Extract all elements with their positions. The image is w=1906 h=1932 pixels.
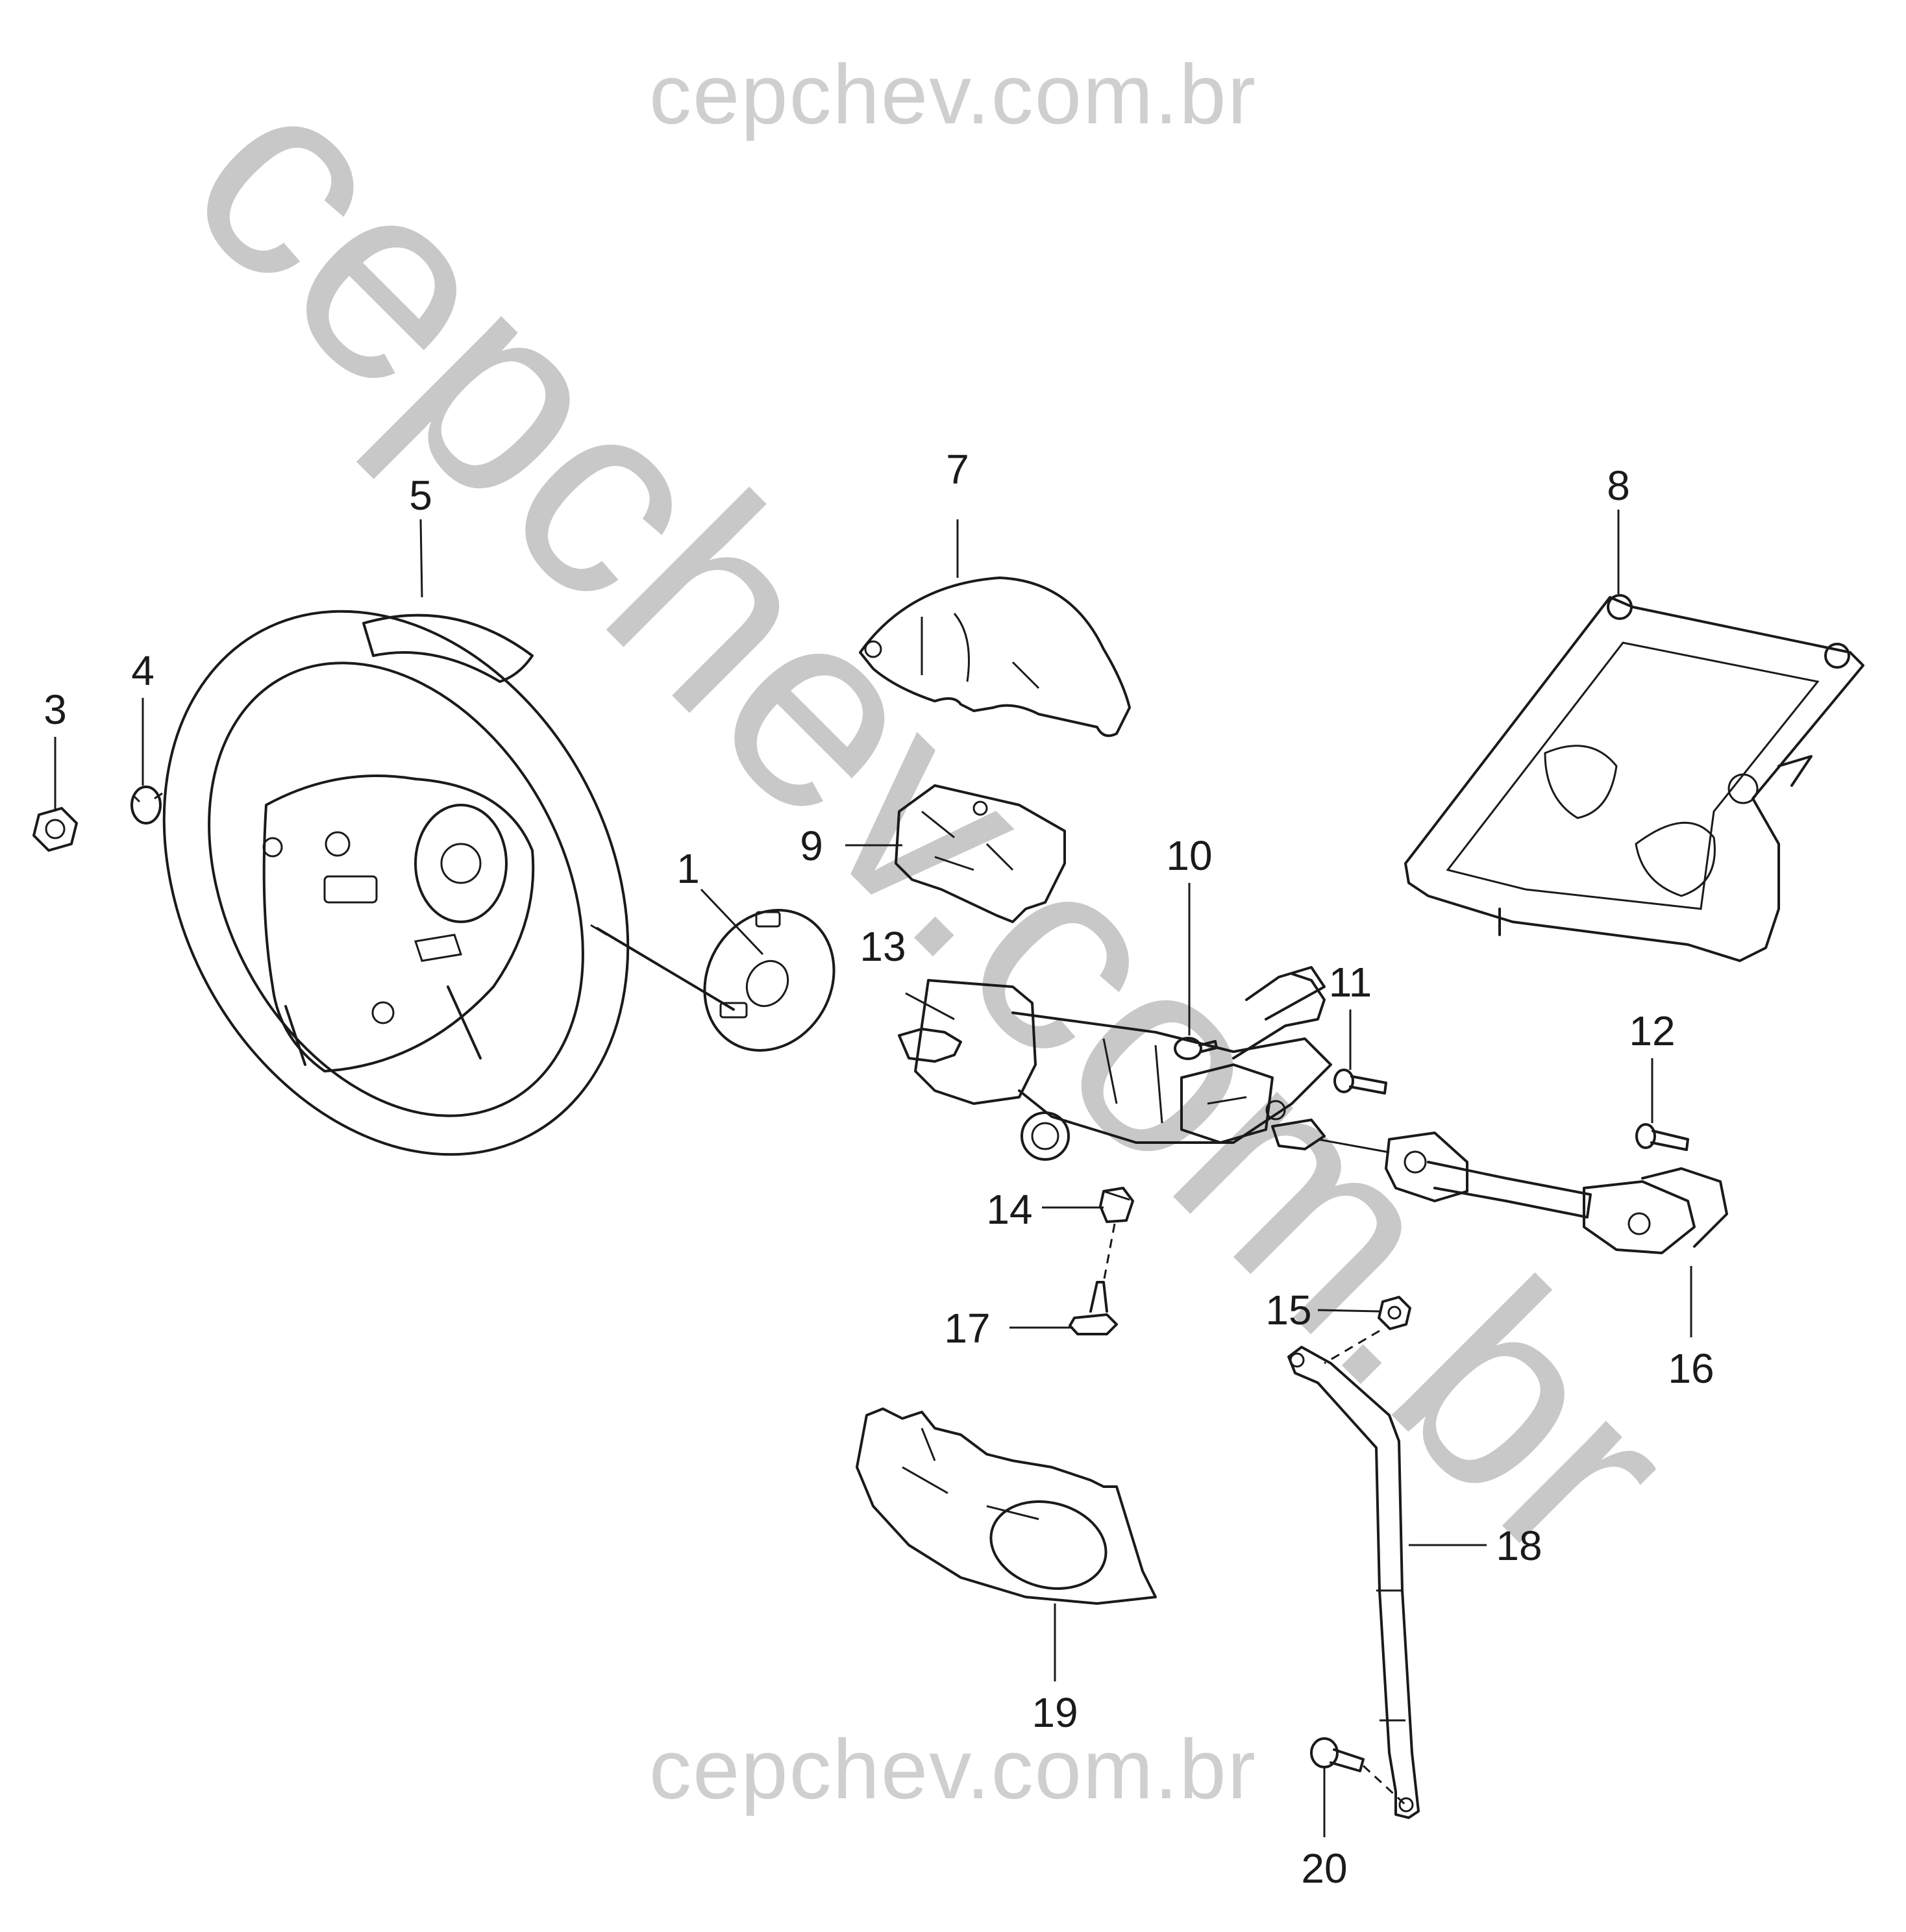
part-bolt-20 (1310, 1737, 1365, 1772)
part-grommet (1099, 1187, 1134, 1223)
watermark-bottom: cepchev.com.br (649, 1722, 1257, 1816)
callout-17: 17 (944, 1305, 990, 1352)
part-bolt-11 (1333, 1069, 1387, 1095)
part-bolt-10 (1174, 1037, 1218, 1060)
callout-1: 1 (676, 845, 700, 892)
part-upper-column-cover (859, 576, 1131, 737)
callout-labels: 1 3 4 5 7 8 9 10 11 12 13 14 15 16 17 18… (43, 446, 1714, 1892)
leader-lines (54, 510, 1692, 1837)
part-mounting-bracket (1404, 594, 1864, 962)
part-steering-column (898, 966, 1332, 1161)
callout-19: 19 (1032, 1689, 1078, 1736)
callout-13: 13 (860, 923, 906, 970)
callout-9: 9 (800, 823, 823, 869)
watermark-top: cepchev.com.br (649, 47, 1257, 142)
part-support-rod (1287, 1346, 1420, 1819)
part-screw-17 (1069, 1281, 1118, 1335)
part-intermediate-shaft (1317, 1132, 1728, 1254)
callout-20: 20 (1301, 1845, 1347, 1892)
part-washer (130, 786, 163, 824)
part-bolt-12 (1635, 1123, 1689, 1151)
part-column-bracket (895, 784, 1066, 923)
callout-3: 3 (43, 686, 67, 733)
callout-16: 16 (1668, 1345, 1714, 1392)
callout-4: 4 (131, 647, 155, 694)
callout-7: 7 (946, 446, 969, 493)
callout-12: 12 (1629, 1008, 1675, 1054)
part-steering-wheel (162, 610, 630, 1156)
callout-14: 14 (986, 1186, 1032, 1233)
part-nut (32, 807, 78, 852)
callout-8: 8 (1607, 462, 1630, 509)
callout-18: 18 (1496, 1522, 1542, 1569)
part-clock-spring (590, 908, 835, 1052)
part-nut-15 (1378, 1296, 1411, 1330)
callout-10: 10 (1166, 832, 1212, 879)
callout-15: 15 (1265, 1287, 1311, 1333)
callout-5: 5 (409, 472, 432, 519)
part-lower-column-cover (856, 1407, 1157, 1605)
callout-11: 11 (1329, 959, 1372, 1006)
